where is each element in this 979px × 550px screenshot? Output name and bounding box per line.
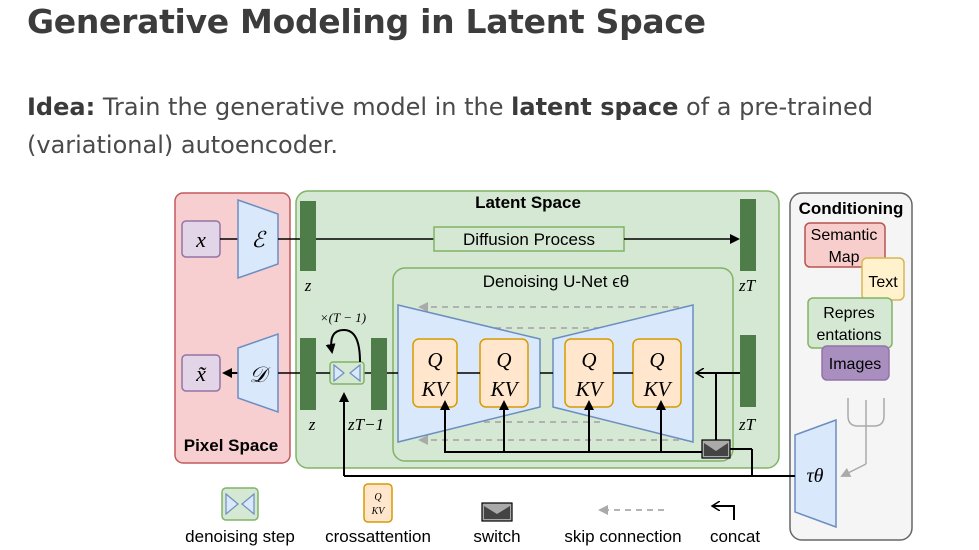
conditioning-label: Conditioning (799, 199, 904, 218)
tau-label: τθ (807, 465, 824, 487)
idea-bold: latent space (511, 93, 679, 121)
diffusion-process-box (433, 226, 625, 252)
x-label: x (195, 227, 206, 252)
svg-text:KV: KV (371, 506, 387, 517)
svg-text:KV: KV (421, 377, 451, 401)
slide-title: Generative Modeling in Latent Space (27, 2, 706, 41)
svg-text:Q: Q (374, 492, 382, 503)
zT1-label: zT−1 (347, 415, 384, 434)
unet-label: Denoising U-Net ϵθ (483, 272, 629, 291)
svg-text:Q: Q (649, 348, 664, 372)
cond-images-box (821, 345, 890, 381)
zT-input-bar (740, 335, 756, 407)
pixel-space-label: Pixel Space (184, 436, 279, 455)
idea-text-1: Train the generative model in the (95, 93, 512, 121)
svg-text:Q: Q (496, 348, 511, 372)
legend-concat-label: concat (710, 527, 760, 546)
x-tilde-label: x̃ (195, 361, 206, 386)
svg-text:KV: KV (490, 377, 520, 401)
legend-switch-label: switch (473, 527, 520, 546)
zT1-bar (371, 338, 387, 410)
decoder-label: 𝒟 (249, 362, 271, 387)
legend-denoising-label: denoising step (185, 527, 295, 546)
zT-label-bottom: zT (738, 415, 757, 434)
zT-noise-bar (740, 199, 756, 271)
conditioning-arrows (440, 400, 716, 453)
repeat-label: ×(T − 1) (320, 310, 366, 325)
attn-block-2: Q KV (479, 338, 529, 408)
zT-label-top: zT (738, 276, 757, 295)
unet-skip-connections (418, 302, 690, 445)
svg-text:KV: KV (575, 377, 605, 401)
tau-encoder-block (794, 418, 837, 529)
cond-semantic-map-box (804, 222, 886, 268)
legend: denoising step Q KV crossattention switc… (185, 483, 760, 546)
z-label-bottom: z (308, 415, 316, 434)
attn-block-4: Q KV (632, 338, 682, 408)
idea-text-2: of a pre-trained (variational) autoencod… (27, 93, 873, 159)
idea-label: Idea: (27, 93, 96, 121)
cond-images-label: Images (829, 356, 881, 373)
svg-text:Q: Q (427, 348, 442, 372)
decoder-block (237, 332, 279, 414)
encoder-label: ℰ (251, 227, 267, 252)
cond-text-label: Text (868, 274, 898, 291)
idea-paragraph: Idea: Train the generative model in the … (27, 88, 957, 164)
diffusion-process-label: Diffusion Process (463, 230, 595, 249)
latent-space-label: Latent Space (475, 193, 581, 212)
x-tilde-output-box (181, 354, 221, 392)
legend-skip-label: skip connection (564, 527, 681, 546)
legend-crossattention-icon (363, 483, 393, 523)
z-label-top: z (304, 276, 312, 295)
encoder-block (237, 198, 279, 280)
attn-block-3: Q KV (564, 338, 614, 408)
attn-block-1: Q KV (412, 338, 458, 408)
legend-denoising-icon (221, 487, 259, 521)
svg-text:KV: KV (643, 377, 673, 401)
legend-crossattention-label: crossattention (325, 527, 431, 546)
z-latent-bar (300, 201, 316, 271)
svg-text:Q: Q (581, 348, 596, 372)
legend-concat-icon (712, 506, 735, 520)
z-decoded-bar (300, 338, 316, 410)
